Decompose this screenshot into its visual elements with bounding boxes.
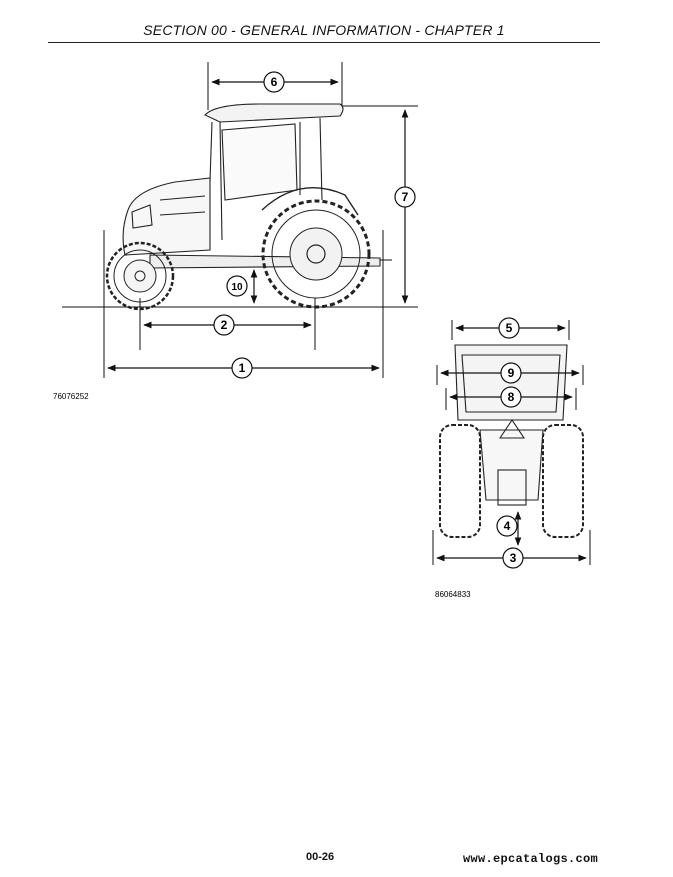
section-title: SECTION 00 - GENERAL INFORMATION - CHAPT… xyxy=(143,22,505,38)
callout-2: 2 xyxy=(221,318,228,332)
front-wheel xyxy=(105,241,175,311)
tractor-side-drawing xyxy=(122,103,392,269)
page-number: 00-26 xyxy=(306,851,335,863)
callout-1: 1 xyxy=(239,361,246,375)
callout-8: 8 xyxy=(508,390,515,404)
watermark-url: www.epcatalogs.com xyxy=(463,852,599,866)
callout-7: 7 xyxy=(402,190,409,204)
callout-10: 10 xyxy=(231,282,243,293)
callout-3: 3 xyxy=(510,551,517,565)
callout-4: 4 xyxy=(504,519,511,533)
side-figure-id: 76076252 xyxy=(53,392,89,401)
rear-wheel xyxy=(261,199,371,309)
rear-figure-id: 86064833 xyxy=(435,590,471,599)
callout-5: 5 xyxy=(506,321,513,335)
callout-6: 6 xyxy=(271,75,278,89)
callout-9: 9 xyxy=(508,366,515,380)
page-header: SECTION 00 - GENERAL INFORMATION - CHAPT… xyxy=(48,20,600,43)
